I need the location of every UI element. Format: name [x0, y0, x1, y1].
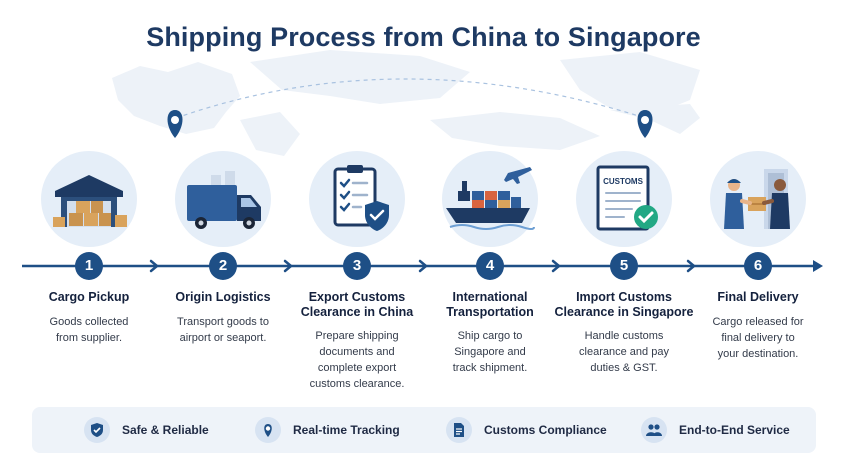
arrow-head-icon: [813, 260, 823, 272]
origin-pin-icon: [167, 110, 183, 138]
feature-real-time-tracking: Real-time Tracking: [255, 407, 400, 453]
feature-safe-reliable: Safe & Reliable: [84, 407, 209, 453]
chevron-right-icon: [418, 259, 428, 273]
feature-label: Customs Compliance: [484, 423, 607, 437]
chevron-right-icon: [149, 259, 159, 273]
customs-doc-label: CUSTOMS: [603, 177, 644, 186]
feature-customs-compliance: Customs Compliance: [446, 407, 607, 453]
page-title: Shipping Process from China to Singapore: [146, 22, 701, 52]
airplane-icon: [504, 167, 532, 184]
chevron-right-icon: [283, 259, 293, 273]
feature-label: Real-time Tracking: [293, 423, 400, 437]
step-title: Final Delivery: [717, 290, 799, 304]
step-number: 1: [75, 252, 103, 280]
users-icon: [641, 417, 667, 443]
feature-label: Safe & Reliable: [122, 423, 209, 437]
location-pin-icon: [255, 417, 281, 443]
chevron-right-icon: [551, 259, 561, 273]
feature-label: End-to-End Service: [679, 423, 790, 437]
route-arc: [175, 78, 646, 119]
clipboard-checklist-icon: [309, 151, 405, 247]
step-number: 5: [610, 252, 638, 280]
destination-pin-icon: [637, 110, 653, 138]
features-bar: Safe & Reliable Real-time Tracking Custo…: [32, 407, 816, 453]
step-number: 6: [744, 252, 772, 280]
delivery-handover-icon: [710, 151, 806, 247]
feature-end-to-end: End-to-End Service: [641, 407, 790, 453]
step-title: Cargo Pickup: [48, 290, 130, 304]
world-map-background: [112, 50, 700, 156]
step-number: 2: [209, 252, 237, 280]
step-number: 3: [343, 252, 371, 280]
step-number: 4: [476, 252, 504, 280]
document-icon: [446, 417, 472, 443]
customs-document-icon: CUSTOMS: [576, 151, 672, 247]
shield-check-icon: [84, 417, 110, 443]
truck-icon: [175, 151, 271, 247]
cargo-ship-icon: [442, 151, 538, 247]
step-title: Origin Logistics: [175, 290, 271, 304]
chevron-right-icon: [686, 259, 696, 273]
warehouse-icon: [41, 151, 137, 247]
